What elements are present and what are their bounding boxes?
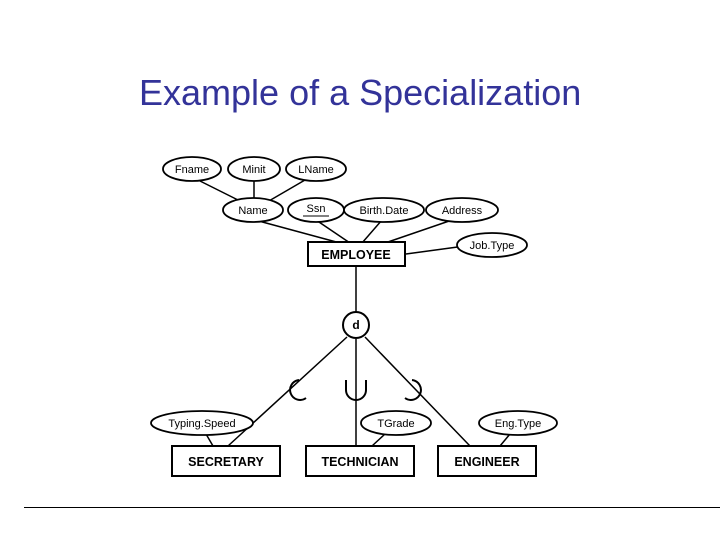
- attr-engtype-label: Eng.Type: [495, 418, 541, 430]
- attr-ssn-label: Ssn: [307, 203, 326, 215]
- attribute-ellipses: [150, 156, 558, 436]
- subset-symbols: [289, 379, 422, 401]
- disjoint-circle: [342, 311, 370, 339]
- line-name-employee: [254, 219, 341, 244]
- attr-minit-label: Minit: [242, 164, 265, 176]
- entity-engineer-label: ENGINEER: [454, 455, 519, 469]
- slide-title: Example of a Specialization: [139, 72, 582, 113]
- subset-symbol-technician: [345, 380, 367, 401]
- entity-employee: [307, 241, 406, 267]
- attr-birthdate-label: Birth.Date: [360, 205, 409, 217]
- attr-lname: [285, 156, 347, 182]
- attr-jobtype: [456, 232, 528, 258]
- line-ssn-employee: [315, 219, 351, 244]
- attr-fname-label: Fname: [175, 164, 209, 176]
- attr-address-label: Address: [442, 205, 483, 217]
- attr-lname-label: LName: [298, 164, 333, 176]
- attr-engtype: [478, 410, 558, 436]
- attr-minit: [227, 156, 281, 182]
- footer-divider: [24, 507, 720, 508]
- attr-birthdate: [343, 197, 425, 223]
- line-tgrade-technician: [371, 433, 386, 447]
- attr-tgrade-label: TGrade: [377, 418, 414, 430]
- line-circle-engineer: [364, 336, 471, 447]
- subset-symbol-engineer: [404, 379, 422, 401]
- entity-employee-label: EMPLOYEE: [321, 248, 390, 262]
- attr-tgrade: [360, 410, 432, 436]
- line-engtype-engineer: [499, 433, 511, 447]
- attr-typingspeed: [150, 410, 254, 436]
- entity-boxes: [171, 241, 537, 477]
- attr-name-label: Name: [238, 205, 267, 217]
- entity-secretary: [171, 445, 281, 477]
- line-jobtype-employee: [405, 245, 466, 255]
- line-birthdate-employee: [361, 219, 383, 244]
- attr-typingspeed-label: Typing.Speed: [168, 418, 235, 430]
- entity-secretary-label: SECRETARY: [188, 455, 264, 469]
- line-address-employee: [384, 218, 456, 244]
- entity-technician-label: TECHNICIAN: [321, 455, 398, 469]
- attr-jobtype-label: Job.Type: [470, 240, 515, 252]
- entity-engineer: [437, 445, 537, 477]
- subset-symbol-secretary: [289, 379, 307, 401]
- entity-technician: [305, 445, 415, 477]
- line-typingspeed-secretary: [205, 433, 214, 447]
- attr-name: [222, 197, 284, 223]
- disjoint-label: d: [352, 318, 359, 332]
- attr-fname: [162, 156, 222, 182]
- attr-address: [425, 197, 499, 223]
